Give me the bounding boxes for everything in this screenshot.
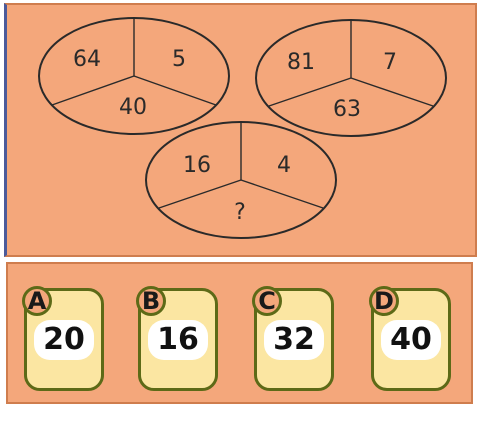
- option-d-letter-badge: D: [369, 286, 399, 316]
- puzzle-panel: 64 5 40 81 7 63 16 4 ?: [4, 3, 477, 257]
- option-a-value: 20: [34, 319, 94, 360]
- circle-1-top-left-number: 64: [73, 47, 101, 72]
- divider-line: [350, 77, 434, 107]
- number-circle-2: [255, 19, 447, 137]
- answer-options-panel: A 20 B 16 C 32 D 40: [6, 262, 473, 404]
- option-b-card[interactable]: B 16: [136, 286, 218, 391]
- option-c-card[interactable]: C 32: [252, 286, 334, 391]
- circle-3-missing-number: ?: [234, 200, 246, 225]
- option-a-letter-badge: A: [22, 286, 52, 316]
- option-b-value: 16: [148, 319, 208, 360]
- divider-line: [240, 179, 324, 209]
- divider-line: [158, 179, 242, 209]
- number-circle-1: [38, 17, 230, 135]
- circle-1-top-right-number: 5: [172, 47, 186, 72]
- divider-line: [268, 77, 352, 107]
- option-a-card[interactable]: A 20: [22, 286, 104, 391]
- circle-1-bottom-number: 40: [119, 95, 147, 120]
- circle-3-top-left-number: 16: [183, 153, 211, 178]
- circle-2-top-right-number: 7: [383, 50, 397, 75]
- option-d-value: 40: [381, 319, 441, 360]
- option-b-letter-badge: B: [136, 286, 166, 316]
- divider-line: [133, 75, 217, 106]
- number-circle-3: [145, 121, 337, 239]
- circle-2-bottom-number: 63: [333, 97, 361, 122]
- puzzle-canvas: 64 5 40 81 7 63 16 4 ?: [38, 17, 447, 239]
- option-d-card[interactable]: D 40: [369, 286, 451, 391]
- circle-3-top-right-number: 4: [277, 153, 291, 178]
- option-c-value: 32: [264, 319, 324, 360]
- divider-line: [51, 75, 135, 106]
- option-c-letter-badge: C: [252, 286, 282, 316]
- circle-2-top-left-number: 81: [287, 50, 315, 75]
